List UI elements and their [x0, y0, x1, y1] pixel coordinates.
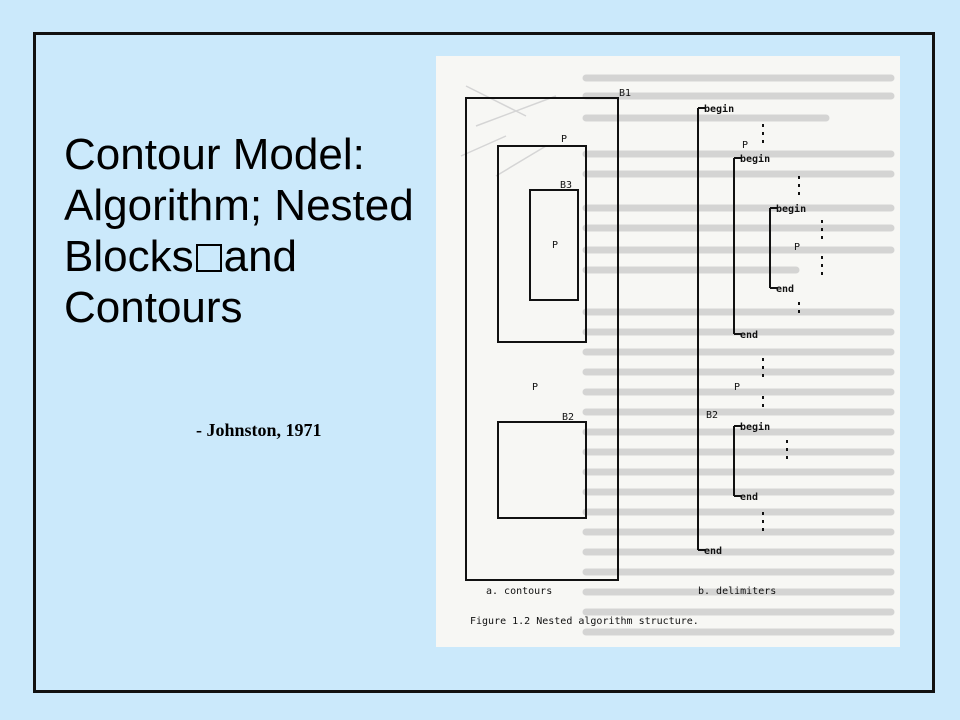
label-b3: B3 [560, 180, 572, 191]
label-p-2: P [552, 240, 558, 251]
missing-glyph-box-icon [195, 244, 222, 272]
contour-b3-outer [497, 145, 587, 343]
delim-begin-b2: begin [740, 421, 770, 433]
delim-end-b3-outer: end [740, 330, 758, 341]
caption-contours: a. contours [486, 586, 552, 597]
caption-delimiters: b. delimiters [698, 586, 776, 597]
contour-b3 [529, 189, 579, 301]
figure-caption: Figure 1.2 Nested algorithm structure. [470, 616, 699, 627]
scanned-figure: B1 B3 B2 P P P a. contours [436, 56, 900, 647]
title-line-2: Algorithm; Nested [64, 181, 414, 230]
title-line-1: Contour Model: [64, 130, 365, 179]
title-line-4: Contours [64, 283, 243, 332]
title-and-word: and [223, 232, 298, 281]
contour-diagram [465, 97, 619, 581]
label-p-1: P [561, 134, 567, 145]
contour-b2 [497, 421, 587, 519]
label-p-3: P [532, 382, 538, 393]
delim-p-3: P [734, 382, 740, 393]
title-line-3: Blocks and [64, 231, 484, 282]
contour-b1 [465, 97, 619, 581]
delim-end-b2: end [740, 492, 758, 503]
label-b1: B1 [619, 88, 631, 99]
delimiter-diagram [697, 107, 778, 551]
delim-begin-b3-outer: begin [740, 153, 770, 165]
label-b2: B2 [562, 412, 574, 423]
ellipsis-dots [762, 124, 823, 531]
delim-label-b2: B2 [706, 410, 718, 421]
delim-p-2: P [794, 242, 800, 253]
delim-end-b1: end [704, 546, 722, 557]
attribution-text: - Johnston, 1971 [196, 420, 322, 440]
title-blocks-word: Blocks [64, 232, 194, 281]
nested-algorithm-figure: B1 B3 B2 P P P a. contours [460, 74, 895, 636]
background-scan-text [582, 74, 895, 636]
delim-p-1: P [742, 140, 748, 151]
delim-end-b3: end [776, 284, 794, 295]
delim-begin-b1: begin [704, 103, 734, 115]
scan-smudges [460, 85, 557, 177]
delim-begin-b3: begin [776, 203, 806, 215]
